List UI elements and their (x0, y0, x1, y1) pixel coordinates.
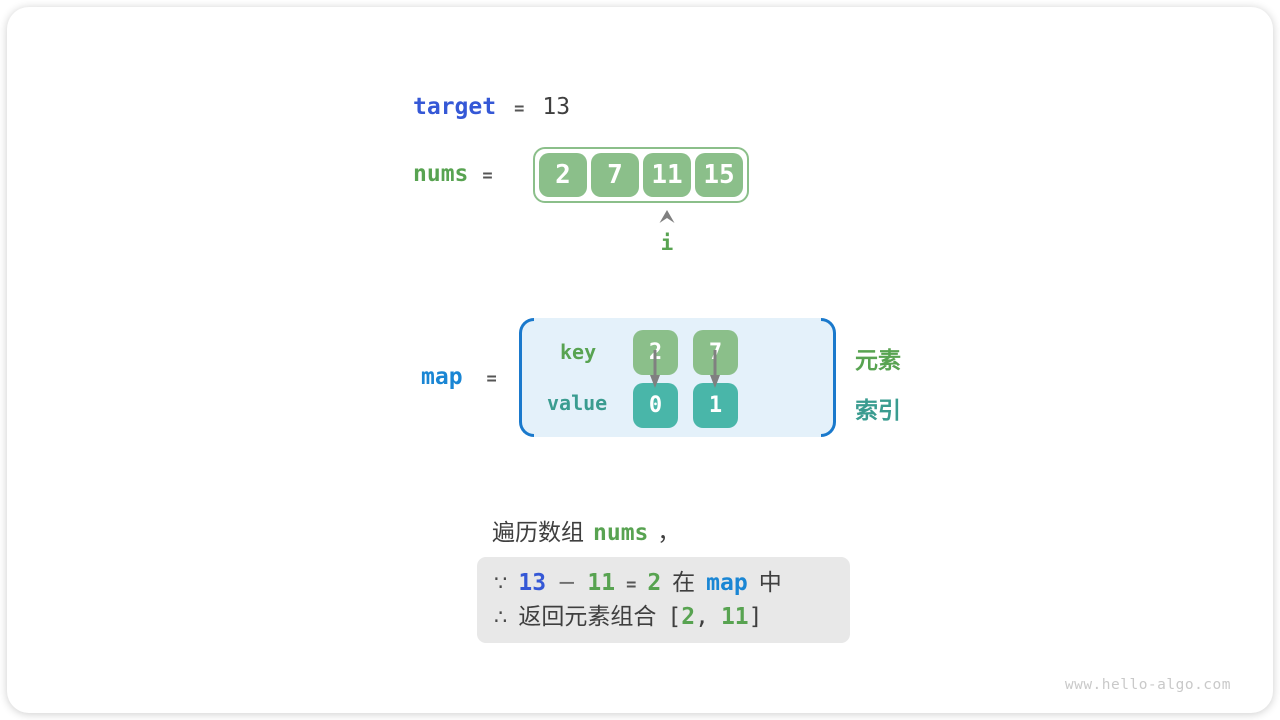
caption-suffix: ， (657, 520, 681, 546)
target-equals-sign: = (514, 99, 525, 119)
map-value-cell-0: 0 (633, 383, 678, 428)
conclusion-num-value: 11 (587, 570, 616, 596)
conclusion-line1-suffix: 中 (758, 570, 782, 596)
map-key-label: key (560, 340, 597, 364)
result-pair-value-2: 11 (720, 604, 749, 630)
conclusion-equals-sign: = (626, 575, 637, 595)
map-value-cell-1: 1 (693, 383, 738, 428)
conclusion-result-value: 2 (647, 570, 662, 596)
result-pair-comma: , (695, 604, 709, 630)
map-bracket-left-icon (519, 318, 534, 437)
minus-sign: − (557, 570, 577, 596)
map-bracket-right-icon (821, 318, 836, 437)
conclusion-in-word: 在 (672, 570, 696, 596)
map-equals-sign: = (486, 369, 497, 389)
target-label: target (413, 94, 497, 120)
watermark: www.hello-algo.com (1064, 677, 1231, 693)
bracket-open: [ (667, 604, 682, 630)
conclusion-line-1: ∵ 13 − 11 = 2 在 map 中 (494, 566, 850, 600)
conclusion-line2-text: 返回元素组合 (518, 604, 657, 630)
map-label-row: map = (421, 364, 497, 390)
map-box: key value 2 7 0 1 (519, 318, 836, 437)
nums-label: nums (413, 161, 469, 187)
nums-cell-1: 7 (591, 153, 639, 197)
nums-array: 2 7 11 15 (533, 147, 749, 203)
caption-line: 遍历数组 nums ， (492, 513, 680, 547)
bracket-close: ] (748, 604, 763, 630)
result-pair: [ 2 , 11 ] (667, 600, 762, 634)
conclusion-map-word: map (706, 570, 748, 596)
map-value-label: value (547, 391, 608, 415)
nums-equals-sign: = (482, 166, 493, 186)
therefore-symbol: ∴ (494, 605, 508, 629)
nums-cell-3: 15 (695, 153, 743, 197)
conclusion-line-2: ∴ 返回元素组合 [ 2 , 11 ] (494, 600, 850, 634)
conclusion-box: ∵ 13 − 11 = 2 在 map 中 ∴ 返回元素组合 [ 2 , 11 … (477, 557, 850, 643)
key-to-value-arrow-icon (648, 350, 662, 394)
result-pair-value-1: 2 (681, 604, 696, 630)
because-symbol: ∵ (494, 571, 508, 595)
conclusion-target-value: 13 (518, 570, 547, 596)
nums-cell-0: 2 (539, 153, 587, 197)
target-row: target = 13 (413, 94, 570, 120)
nums-cell-2: 11 (643, 153, 691, 197)
side-label-element: 元素 (855, 348, 901, 374)
target-value: 13 (542, 94, 571, 120)
nums-label-row: nums = (413, 161, 493, 187)
map-label: map (421, 364, 463, 390)
caption-code: nums (593, 520, 649, 546)
index-pointer-label: i (660, 231, 674, 255)
side-label-index: 索引 (855, 398, 901, 424)
caption-prefix: 遍历数组 (492, 520, 584, 546)
index-pointer-icon (658, 209, 676, 228)
key-to-value-arrow-icon (708, 350, 722, 394)
